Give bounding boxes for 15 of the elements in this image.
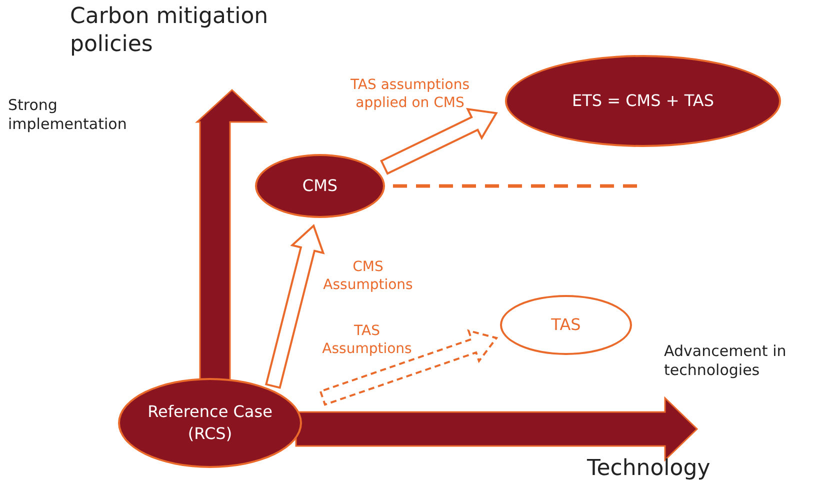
- axis-label: Strong implementation: [8, 96, 128, 134]
- hollow-arrow: [319, 329, 498, 406]
- edge-label: TAS assumptions applied on CMS: [349, 76, 471, 112]
- edge-label: CMS Assumptions: [322, 258, 414, 294]
- dashed-line: [393, 184, 640, 188]
- axis-label: Carbon mitigation policies: [70, 3, 270, 58]
- node-label: ETS = CMS + TAS: [572, 90, 714, 112]
- hollow-arrow: [380, 108, 498, 175]
- hollow-arrow: [264, 224, 325, 389]
- node-label: CMS: [302, 175, 338, 197]
- node-label: Reference Case (RCS): [146, 401, 274, 445]
- axis-label: Advancement in technologies: [664, 342, 788, 380]
- edge-label: TAS Assumptions: [321, 322, 413, 358]
- node-label: TAS: [551, 314, 581, 336]
- axis-label: Technology: [587, 455, 712, 482]
